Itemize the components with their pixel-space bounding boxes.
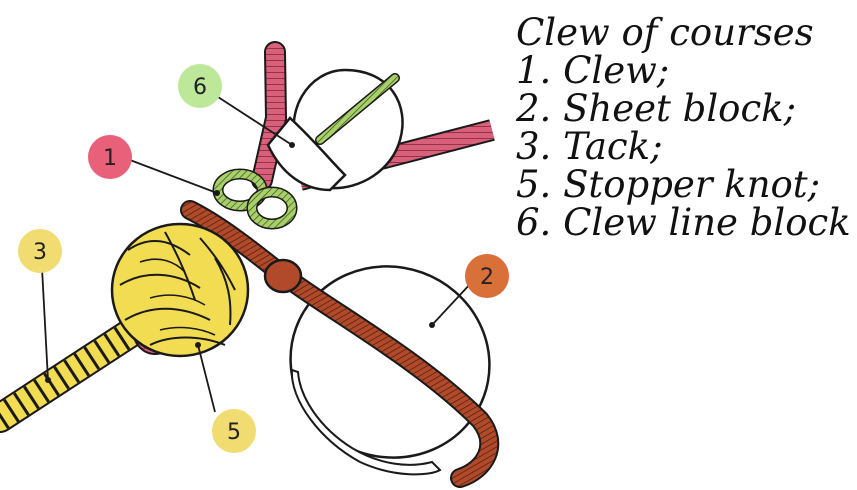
legend-item-sheet-block: 2. Sheet block; [516, 87, 797, 130]
callout-6-circle [178, 64, 222, 108]
callout-6: 6 [178, 64, 222, 108]
callout-5-circle [212, 409, 256, 453]
stopper-knot [110, 222, 250, 358]
callout-5-label: 5 [227, 420, 241, 445]
callout-5: 5 [212, 409, 256, 453]
clew-line-block [266, 68, 404, 192]
legend-item-clew-line-block: 6. Clew line block [516, 201, 851, 244]
clew-line-loops [212, 168, 298, 230]
callout-6-label: 6 [193, 75, 207, 100]
legend-item-clew: 1. Clew; [516, 49, 670, 92]
callout-2: 2 [465, 254, 509, 298]
callout-3: 3 [18, 229, 62, 273]
callout-3-circle [18, 229, 62, 273]
tack-rope [0, 315, 150, 433]
legend-item-stopper-knot: 5. Stopper knot; [516, 163, 821, 206]
callout-1-label: 1 [103, 146, 117, 171]
callout-1-circle [88, 135, 132, 179]
legend-title: Clew of courses [516, 11, 814, 54]
legend: Clew of courses 1. Clew; 2. Sheet block;… [516, 14, 851, 242]
leader-lines [41, 96, 473, 413]
sheet-rope [180, 200, 500, 488]
callout-3-label: 3 [33, 240, 47, 265]
callout-1: 1 [88, 135, 132, 179]
callout-2-label: 2 [480, 265, 494, 290]
callout-2-circle [465, 254, 509, 298]
legend-item-tack: 3. Tack; [516, 125, 663, 168]
